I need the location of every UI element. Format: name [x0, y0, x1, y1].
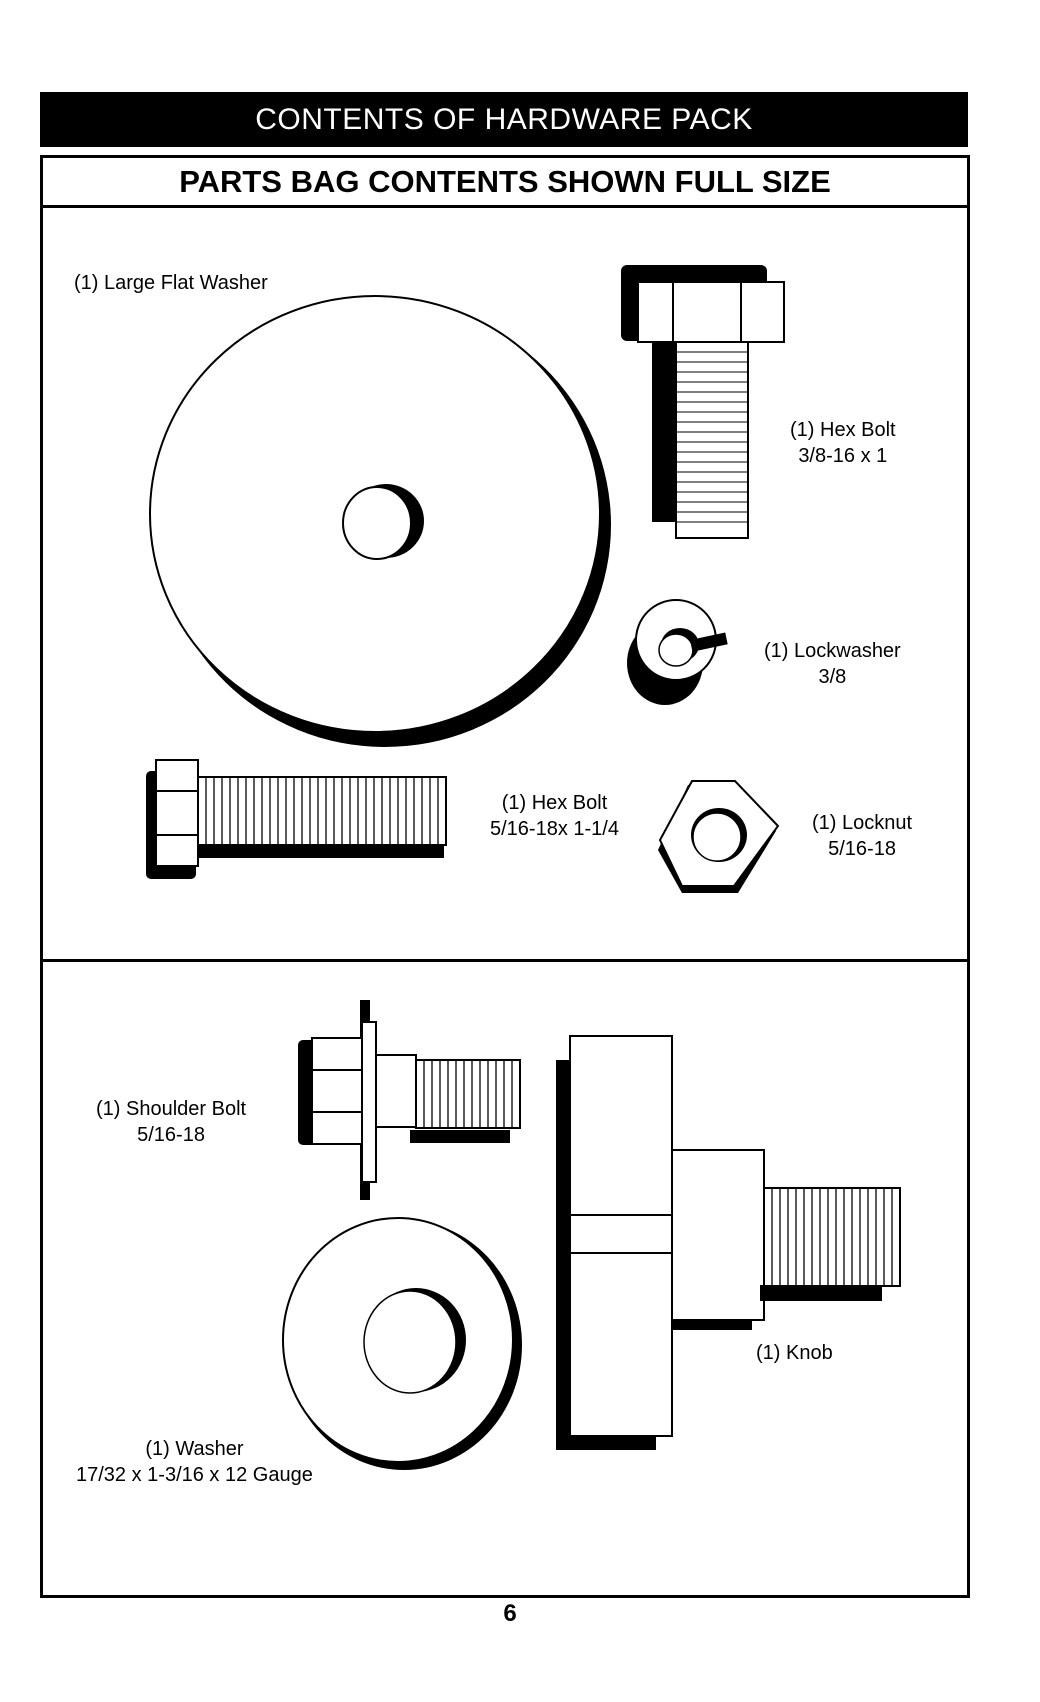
washer-drawing	[283, 1218, 522, 1470]
knob-drawing	[556, 1036, 900, 1450]
label-hex-bolt-38: (1) Hex Bolt 3/8-16 x 1	[790, 417, 896, 469]
label-lockwasher: (1) Lockwasher 3/8	[764, 638, 901, 690]
large-flat-washer-drawing	[150, 296, 611, 747]
label-hex-bolt-516: (1) Hex Bolt 5/16-18x 1-1/4	[490, 790, 619, 842]
hex-bolt-516-drawing	[146, 760, 446, 879]
label-shoulder-bolt: (1) Shoulder Bolt 5/16-18	[96, 1096, 246, 1148]
locknut-drawing	[658, 781, 778, 893]
label-locknut: (1) Locknut 5/16-18	[812, 810, 912, 862]
shoulder-bolt-drawing	[298, 1000, 520, 1200]
hex-bolt-38-drawing	[621, 265, 784, 538]
label-knob: (1) Knob	[756, 1340, 833, 1366]
label-large-flat-washer: (1) Large Flat Washer	[74, 270, 268, 296]
label-washer: (1) Washer 17/32 x 1-3/16 x 12 Gauge	[76, 1436, 313, 1488]
lockwasher-drawing	[627, 600, 728, 705]
page-number: 6	[480, 1600, 540, 1628]
